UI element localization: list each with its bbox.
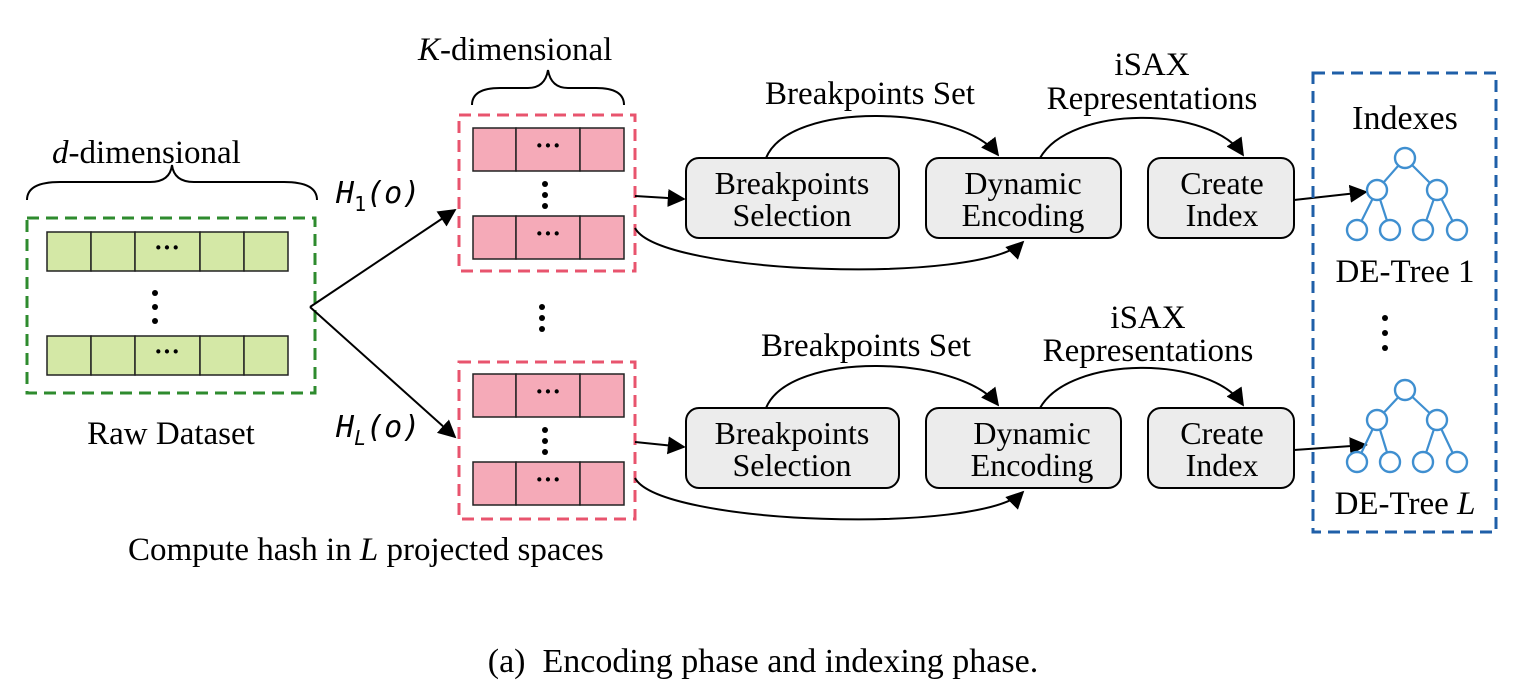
create-index-box-1: [1147, 157, 1295, 239]
dynamic-encoding-1-line2: Encoding: [962, 197, 1085, 233]
dynamic-encoding-L-line1: Dynamic: [973, 415, 1090, 451]
arrow-proj1-to-bpsel: [634, 189, 686, 207]
bp-selection-L-line1: Breakpoints: [715, 415, 870, 451]
indexes-title: Indexes: [1352, 100, 1458, 137]
bp-selection-1-line2: Selection: [732, 197, 851, 233]
raw-dataset-box: [25, 216, 317, 395]
raw-cell-ellipsis-2: ···: [154, 337, 180, 366]
raw-vector-row-1: ···: [46, 231, 289, 272]
proj1-cell-ellipsis-2: ···: [535, 219, 561, 248]
arrow-projL-to-bpsel: [634, 436, 686, 455]
proj1-vector-row-1: ···: [472, 127, 625, 172]
compute-hash-label: Compute hash in L projected spaces: [128, 532, 604, 568]
proj-space-box-1: [457, 113, 637, 273]
proj-dim-label: K-dimensional: [417, 32, 612, 68]
projected-spaces-group: K-dimensional ··· ···: [128, 32, 637, 568]
hash-label-1: H1(o): [335, 176, 420, 216]
projL-vertical-ellipsis: [542, 427, 548, 455]
proj1-vector-row-2: ···: [472, 215, 625, 260]
de-tree-1-icon: [1345, 146, 1469, 242]
figure-caption: (a) Encoding phase and indexing phase.: [488, 643, 1038, 680]
breakpoints-set-label-L: Breakpoints Set: [761, 328, 971, 364]
de-tree-L-icon: [1345, 378, 1469, 474]
dynamic-encoding-box-L: [925, 407, 1122, 489]
arrow-proj1-to-dyn: [634, 227, 1025, 271]
arrow-projL-to-dyn: [634, 477, 1025, 521]
create-index-box-L: [1147, 407, 1295, 489]
bp-selection-box-L: [685, 407, 900, 489]
bp-selection-1-line1: Breakpoints: [715, 165, 870, 201]
arrow-create-to-tree-1: [1293, 184, 1368, 203]
hash-label-L: HL(o): [335, 410, 420, 450]
arrow-create-to-tree-L: [1293, 437, 1368, 456]
projL-vector-row-1: ···: [472, 373, 625, 418]
pipeline-L: Breakpoints Set iSAX Representations Bre…: [634, 300, 1368, 521]
arrow-bpsel-to-dyn-1: [765, 115, 1000, 159]
indexes-group: Indexes DE-Tree 1: [1311, 71, 1498, 534]
projL-cell-ellipsis-1: ···: [535, 377, 561, 406]
proj1-vertical-ellipsis: [542, 181, 548, 209]
arrow-dyn-to-create-L: [1039, 366, 1244, 409]
raw-dataset-group: d-dimensional ··· ··· Raw Dataset: [25, 135, 318, 452]
proj-dim-brace: [471, 69, 625, 106]
create-index-1-line2: Index: [1186, 197, 1259, 233]
bp-selection-box-1: [685, 157, 900, 239]
proj-space-box-L: [457, 360, 637, 521]
de-tree-1-label: DE-Tree 1: [1335, 254, 1474, 290]
isax-label-L-line1: iSAX: [1110, 300, 1185, 336]
proj-between-ellipsis: [539, 304, 545, 332]
proj-dim-suffix: -dimensional: [440, 32, 612, 68]
isax-label-L-line2: Representations: [1043, 333, 1254, 369]
raw-dim-suffix: -dimensional: [69, 135, 241, 171]
bp-selection-L-line2: Selection: [732, 447, 851, 483]
raw-vector-row-2: ···: [46, 335, 289, 376]
projL-vector-row-2: ···: [472, 461, 625, 506]
arrow-dyn-to-create-1: [1039, 116, 1244, 159]
indexes-box: [1311, 71, 1498, 534]
create-index-L-line1: Create: [1180, 415, 1264, 451]
hash-arrow-L: [309, 306, 457, 439]
dynamic-encoding-L-line2: Encoding: [971, 447, 1094, 483]
create-index-1-line1: Create: [1180, 165, 1264, 201]
raw-vertical-ellipsis: [152, 290, 158, 324]
isax-label-1-line2: Representations: [1047, 81, 1258, 117]
isax-label-1-line1: iSAX: [1114, 47, 1189, 83]
proj1-cell-ellipsis-1: ···: [535, 131, 561, 160]
dynamic-encoding-1-line1: Dynamic: [964, 165, 1081, 201]
trees-vertical-ellipsis: [1382, 315, 1388, 351]
raw-cell-ellipsis-1: ···: [154, 233, 180, 262]
raw-dim-brace: [26, 164, 318, 201]
de-tree-L-label: DE-Tree L: [1335, 486, 1476, 522]
raw-dataset-label: Raw Dataset: [87, 416, 255, 452]
raw-dim-var: d: [52, 135, 69, 171]
create-index-L-line2: Index: [1186, 447, 1259, 483]
projL-cell-ellipsis-2: ···: [535, 465, 561, 494]
raw-dim-label: d-dimensional: [52, 135, 241, 171]
breakpoints-set-label-1: Breakpoints Set: [765, 76, 975, 112]
arrow-bpsel-to-dyn-L: [765, 365, 1000, 409]
pipeline-1: Breakpoints Set iSAX Representations Bre…: [634, 47, 1368, 271]
proj-dim-var: K: [417, 32, 442, 68]
hash-arrow-1: [309, 208, 457, 308]
dynamic-encoding-box-1: [925, 157, 1122, 239]
